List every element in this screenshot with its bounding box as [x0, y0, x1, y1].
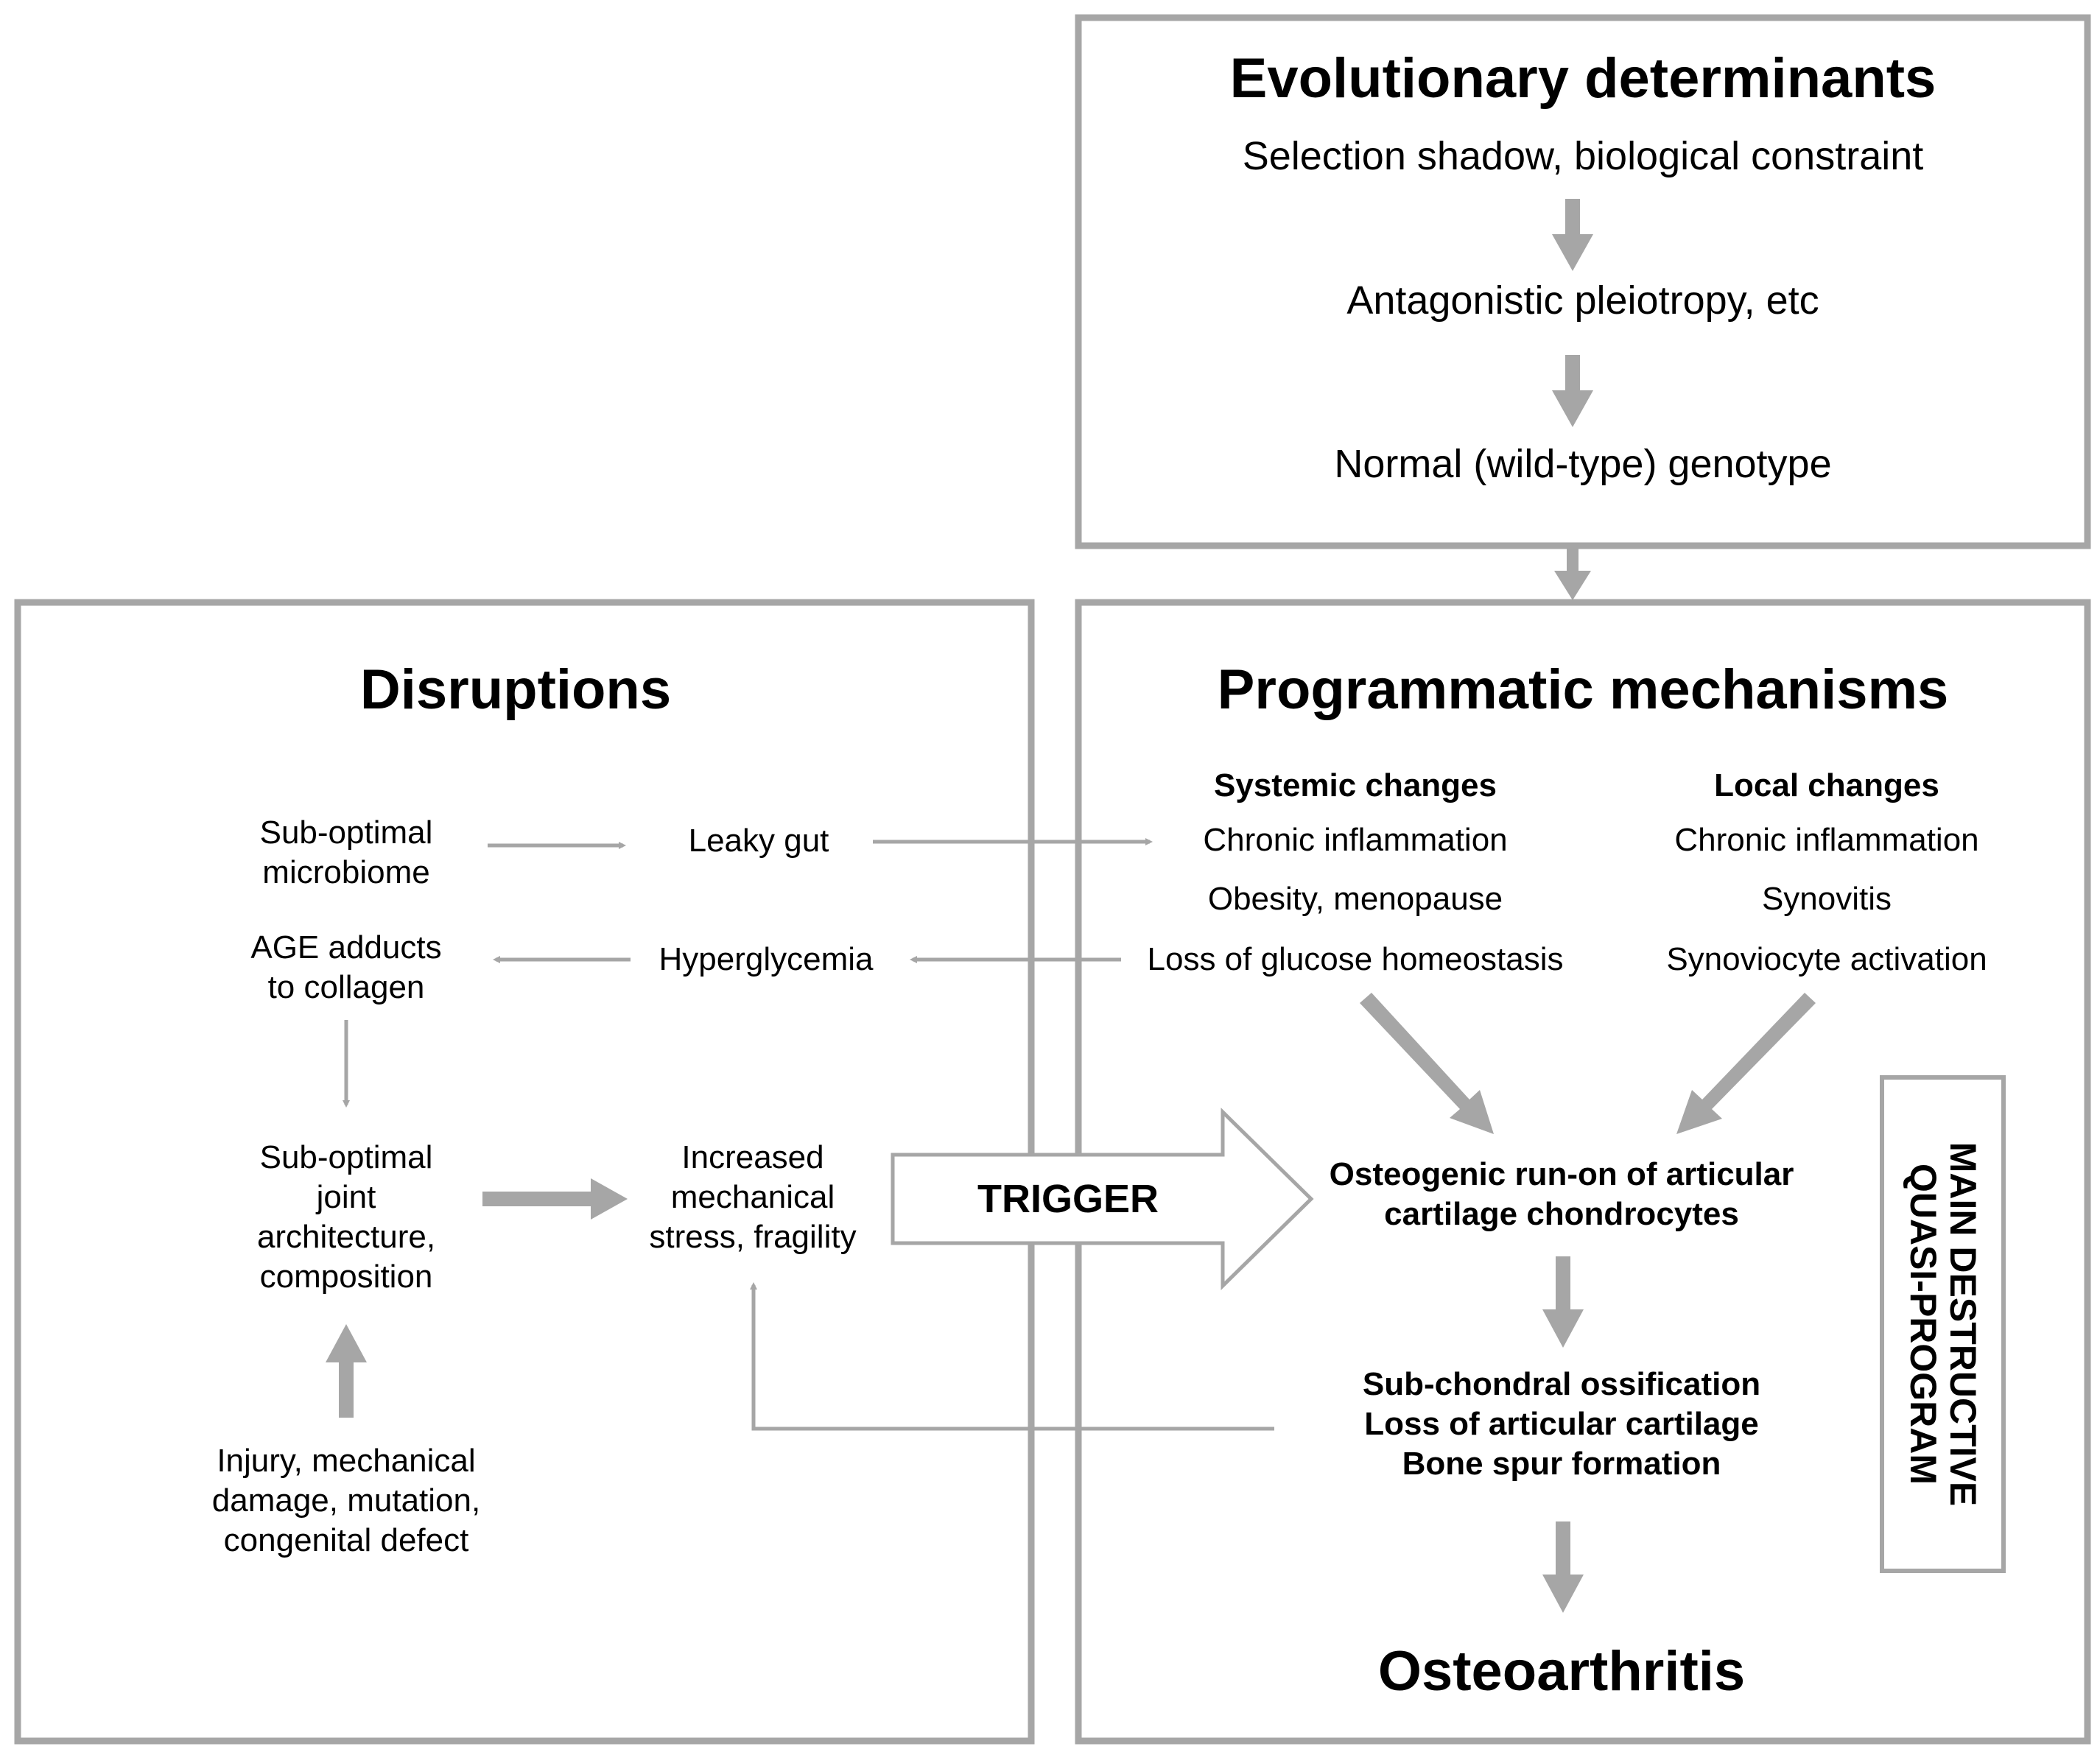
arrow-feedback-to-stress: [750, 1282, 1274, 1431]
injury-text: Injury, mechanical damage, mutation, con…: [180, 1441, 512, 1561]
outcomes-text: Sub-chondral ossification Loss of articu…: [1296, 1365, 1827, 1484]
local-item: Chronic inflammation: [1674, 822, 1979, 858]
quasi-program-line: MAIN DESTRUCTIVE: [1942, 1141, 1984, 1507]
arrow-systemic-to-osteogenic: [1360, 993, 1494, 1134]
hyperglycemia-text: Hyperglycemia: [659, 941, 874, 977]
microbiome-line: microbiome: [262, 854, 430, 890]
osteoarthritis-title: Osteoarthritis: [1377, 1640, 1746, 1703]
age-adducts-line: to collagen: [267, 969, 425, 1005]
local-heading: Local changes: [1714, 767, 1939, 803]
osteogenic-line: Osteogenic run-on of articular: [1329, 1156, 1794, 1192]
outcome-line: Sub-chondral ossification: [1362, 1366, 1761, 1402]
arrow-outcomes-to-osteoarthritis: [1542, 1521, 1584, 1613]
injury-line: congenital defect: [223, 1522, 469, 1558]
microbiome-text: Sub-optimal microbiome: [199, 813, 494, 893]
systemic-item: Loss of glucose homeostasis: [1147, 941, 1564, 977]
quasi-program-line: QUASI-PROGRAM: [1903, 1163, 1944, 1485]
stress-line: mechanical: [670, 1179, 835, 1215]
arrow-selection-to-pleiotropy: [1552, 199, 1593, 271]
selection-shadow-text: Selection shadow, biological constraint: [1242, 134, 1924, 178]
age-adducts-text: AGE adducts to collagen: [199, 928, 494, 1007]
evolutionary-box: [1075, 14, 2091, 549]
injury-line: Injury, mechanical: [217, 1443, 476, 1479]
trigger-arrow: [891, 1108, 1314, 1290]
genotype-text: Normal (wild-type) genotype: [1334, 442, 1832, 486]
leaky-gut-text: Leaky gut: [688, 823, 829, 859]
osteogenic-text: Osteogenic run-on of articular cartilage…: [1296, 1155, 1827, 1234]
joint-architecture-text: Sub-optimal joint architecture, composit…: [199, 1138, 494, 1297]
joint-line: architecture,: [256, 1219, 436, 1255]
systemic-item: Obesity, menopause: [1207, 881, 1503, 917]
stress-line: stress, fragility: [649, 1219, 857, 1255]
age-adducts-line: AGE adducts: [250, 929, 442, 965]
stress-line: Increased: [681, 1139, 824, 1175]
injury-line: damage, mutation,: [211, 1482, 481, 1519]
microbiome-line: Sub-optimal: [259, 815, 433, 851]
mechanical-stress-text: Increased mechanical stress, fragility: [605, 1138, 900, 1257]
arrow-pleiotropy-to-genotype: [1552, 355, 1593, 427]
disruptions-title: Disruptions: [359, 658, 672, 721]
trigger-label: TRIGGER: [977, 1177, 1159, 1221]
local-item: Synoviocyte activation: [1666, 941, 1987, 977]
outcome-line: Bone spur formation: [1402, 1446, 1721, 1482]
arrow-osteogenic-to-outcomes: [1542, 1256, 1584, 1348]
quasi-program-label: MAIN DESTRUCTIVE QUASI-PROGRAM: [1903, 1088, 1984, 1560]
osteogenic-line: cartilage chondrocytes: [1384, 1196, 1739, 1232]
joint-line: Sub-optimal: [259, 1139, 433, 1175]
arrow-evolutionary-to-programmatic: [1554, 549, 1591, 600]
outcome-line: Loss of articular cartilage: [1364, 1406, 1759, 1442]
evolutionary-title: Evolutionary determinants: [1229, 47, 1936, 110]
programmatic-title: Programmatic mechanisms: [1217, 658, 1949, 721]
joint-line: composition: [259, 1259, 433, 1295]
local-item: Synovitis: [1761, 881, 1892, 917]
systemic-item: Chronic inflammation: [1203, 822, 1508, 858]
arrow-injury-to-joint: [326, 1324, 367, 1418]
quasi-program-box: [1880, 1075, 2006, 1573]
arrow-local-to-osteogenic: [1676, 993, 1816, 1134]
pleiotropy-text: Antagonistic pleiotropy, etc: [1346, 278, 1819, 323]
joint-line: joint: [316, 1179, 376, 1215]
arrow-joint-to-stress: [482, 1178, 628, 1220]
systemic-heading: Systemic changes: [1214, 767, 1497, 803]
